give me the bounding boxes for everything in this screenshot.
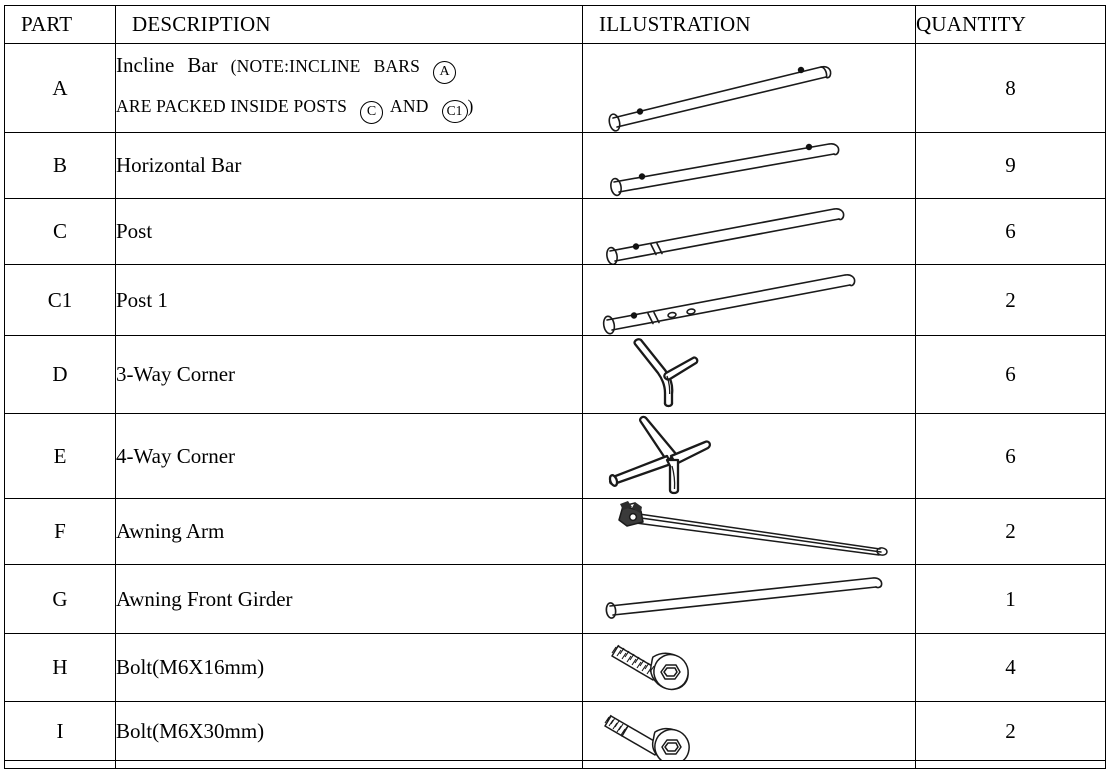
desc-note: ARE PACKED INSIDE POSTS [116, 95, 348, 116]
part-quantity: 4 [915, 633, 1106, 702]
part-illustration-post1-tube-with-holes [582, 264, 916, 336]
part-description: Bolt(M6X16mm) [115, 633, 583, 702]
desc-word: Incline [116, 52, 175, 77]
part-description: Post 1 [115, 264, 583, 336]
part-code: A [4, 43, 116, 133]
circled-ref-a: A [433, 60, 457, 84]
part-illustration-post-tube [582, 198, 916, 266]
part-illustration-bolt-long [582, 701, 916, 766]
part-quantity: 6 [915, 335, 1106, 414]
part-quantity: 6 [915, 198, 1106, 265]
table-row: D 3-Way Corner [4, 335, 1106, 414]
post1-tube-with-holes-icon [583, 265, 915, 335]
part-code: F [4, 498, 116, 565]
part-illustration-awning-arm [582, 498, 916, 565]
part-code: H [4, 633, 116, 702]
post-tube-icon [583, 199, 915, 266]
part-illustration-three-way-corner-fitting [582, 335, 916, 414]
part-quantity: 1 [915, 564, 1106, 634]
column-header-description-label: DESCRIPTION [132, 12, 271, 36]
part-code: G [4, 564, 116, 634]
part-description-line-1: Incline Bar (NOTE:INCLINE BARS A [116, 53, 582, 84]
part-quantity: 6 [915, 413, 1106, 499]
bolt-long-icon [583, 702, 915, 766]
table-row: I Bolt(M6X30mm) [4, 701, 1106, 766]
part-illustration-truncated [582, 760, 916, 769]
awning-arm-icon [583, 499, 915, 564]
part-quantity-truncated [915, 760, 1106, 769]
part-code: B [4, 132, 116, 199]
part-description: 3-Way Corner [115, 335, 583, 414]
column-header-description: DESCRIPTION [115, 5, 583, 44]
part-code: D [4, 335, 116, 414]
horizontal-bar-tube-icon [583, 133, 915, 198]
table-row: A Incline Bar (NOTE:INCLINE BARS A ARE PACKE… [4, 43, 1106, 133]
part-description: Awning Arm [115, 498, 583, 565]
part-quantity: 2 [915, 498, 1106, 565]
three-way-corner-fitting-icon [583, 336, 915, 413]
part-description: Awning Front Girder [115, 564, 583, 634]
bolt-short-icon [583, 634, 915, 701]
table-row: E 4-Way Corner [4, 413, 1106, 499]
circled-ref-c: C [360, 100, 384, 124]
circled-ref-c1: C1 [441, 99, 468, 123]
table-row: C Post [4, 198, 1106, 266]
part-code: C1 [4, 264, 116, 336]
column-header-illustration-label: ILLUSTRATION [599, 12, 751, 36]
part-description: Incline Bar (NOTE:INCLINE BARS A ARE PACKED … [115, 43, 583, 133]
desc-note: (NOTE:INCLINE [230, 55, 361, 76]
table-row-truncated [4, 760, 1106, 769]
part-code: E [4, 413, 116, 499]
part-illustration-bolt-short [582, 633, 916, 702]
desc-note: ) [467, 95, 474, 116]
part-quantity: 9 [915, 132, 1106, 199]
part-description-line-2: ARE PACKED INSIDE POSTS C AND C1) [116, 95, 582, 124]
desc-note: BARS [373, 55, 421, 76]
part-description: Horizontal Bar [115, 132, 583, 199]
desc-word: Bar [187, 52, 218, 77]
awning-front-girder-tube-icon [583, 565, 915, 633]
part-code: I [4, 701, 116, 761]
column-header-part-label: PART [21, 12, 73, 36]
part-quantity: 8 [915, 43, 1106, 133]
part-quantity: 2 [915, 264, 1106, 336]
table-row: F Awning Arm [4, 498, 1106, 565]
part-description: 4-Way Corner [115, 413, 583, 499]
incline-bar-tube-icon [583, 44, 915, 132]
four-way-corner-fitting-icon [583, 414, 915, 498]
part-code-truncated [4, 760, 116, 769]
part-code: C [4, 198, 116, 265]
part-illustration-awning-front-girder-tube [582, 564, 916, 634]
part-description: Post [115, 198, 583, 265]
part-description-truncated [115, 760, 583, 769]
table-row: C1 Post 1 [4, 264, 1106, 336]
part-description: Bolt(M6X30mm) [115, 701, 583, 761]
part-illustration-incline-bar-tube [582, 43, 916, 133]
table-row: G Awning Front Girder [4, 564, 1106, 634]
part-illustration-four-way-corner-fitting [582, 413, 916, 499]
table-row: B Horizontal Bar [4, 132, 1106, 199]
table-row: H Bolt(M6X16mm) [4, 633, 1106, 702]
table-header-row: PART DESCRIPTION ILLUSTRATION QUANTITY [4, 5, 1106, 44]
column-header-quantity: QUANTITY [915, 5, 1106, 44]
column-header-quantity-label: QUANTITY [916, 12, 1027, 36]
parts-table: PART DESCRIPTION ILLUSTRATION QUANTITY A… [4, 5, 1106, 769]
desc-note: AND [390, 95, 429, 116]
column-header-illustration: ILLUSTRATION [582, 5, 916, 44]
part-quantity: 2 [915, 701, 1106, 761]
part-illustration-horizontal-bar-tube [582, 132, 916, 199]
column-header-part: PART [4, 5, 116, 44]
